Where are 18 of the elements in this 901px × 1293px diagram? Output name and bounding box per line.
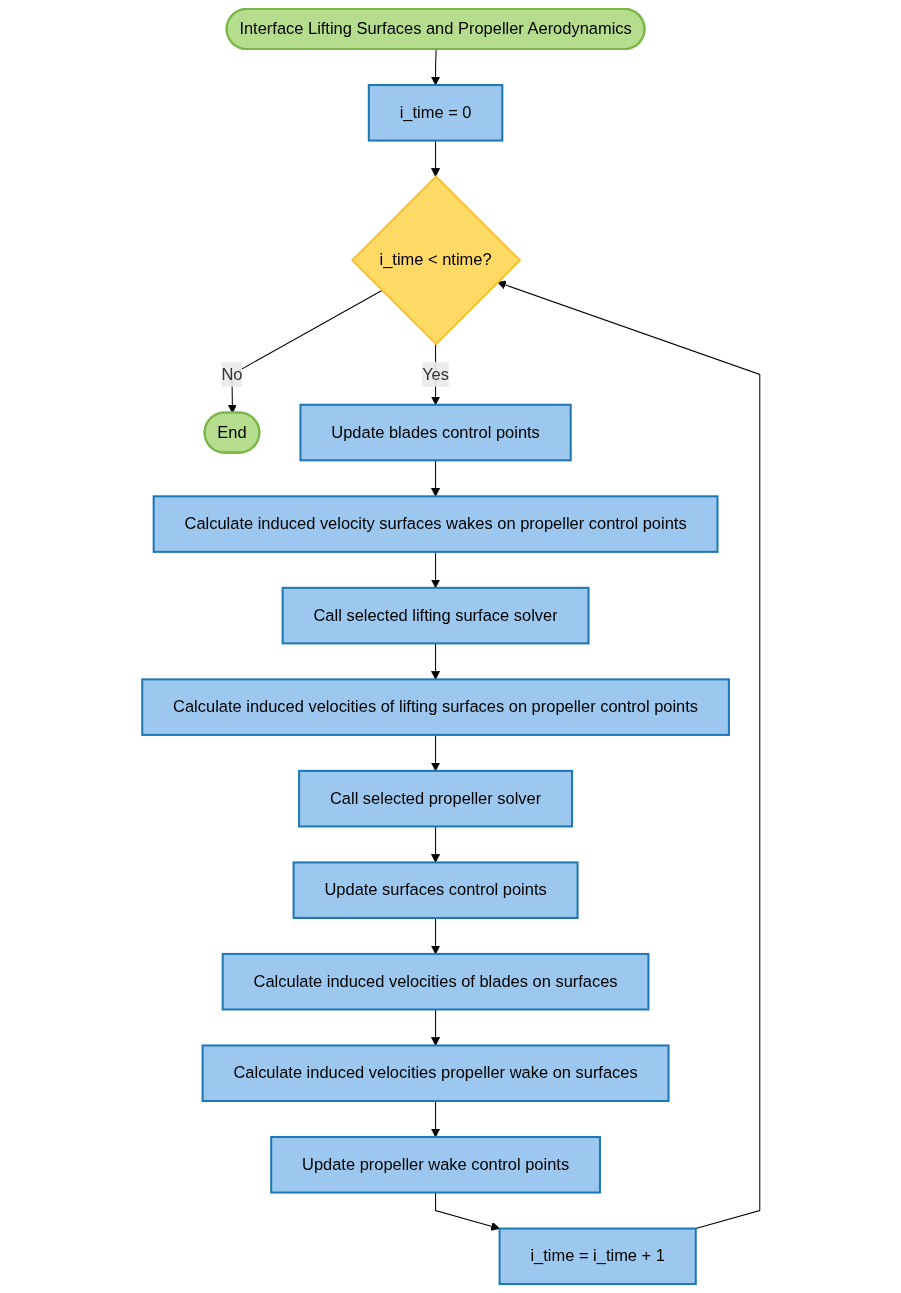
edge-label: No [220, 365, 242, 383]
node-diamond: i_time < ntime? [350, 175, 521, 346]
node-box: Calculate induced velocities of blades on surfaces [221, 952, 649, 1011]
node-box: Update surfaces control points [292, 861, 579, 919]
node-box: Update blades control points [298, 403, 572, 462]
arrow [434, 1192, 500, 1231]
node-box: i_time = 0 [367, 84, 503, 142]
node-box: Update propeller wake control points [269, 1136, 601, 1194]
node-box: Calculate induced velocity surfaces wakes on propeller control points [152, 495, 718, 553]
edge-label: Yes [421, 365, 449, 383]
node-box: Calculate induced velocities of lifting surfaces on propeller control points [140, 678, 730, 736]
node-box: Call selected lifting surface solver [281, 586, 590, 645]
node-box: Call selected propeller solver [297, 769, 573, 828]
arrow [430, 49, 440, 86]
arrow [496, 280, 760, 1230]
arrow [430, 140, 440, 177]
node-box: i_time = i_time + 1 [498, 1227, 697, 1286]
node-box: Calculate induced velocities propeller wake on surfaces [201, 1044, 670, 1103]
